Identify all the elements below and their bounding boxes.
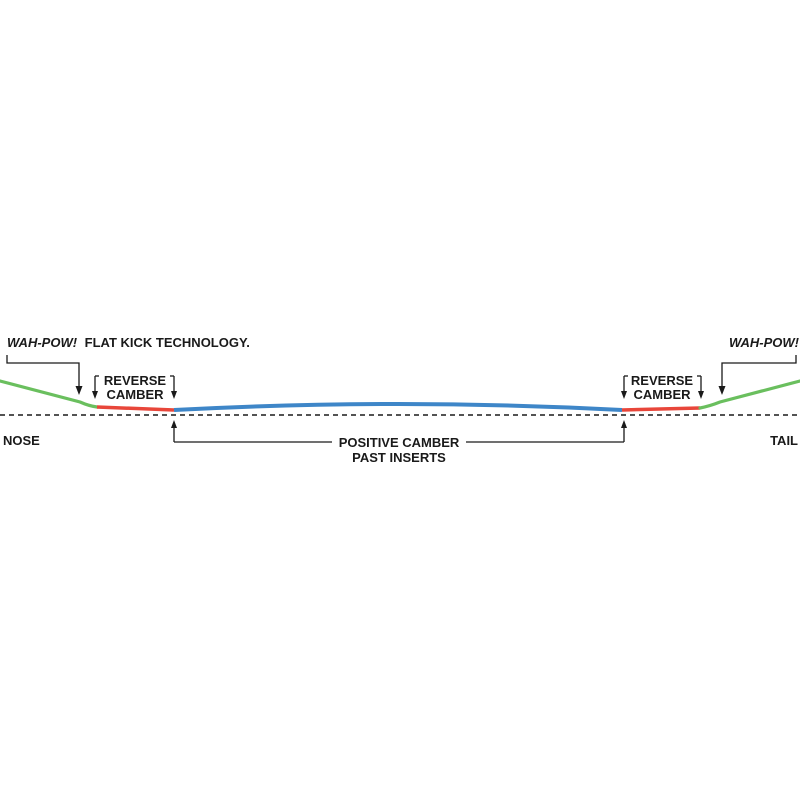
- reverse-left-arrow-left-icon: [92, 391, 98, 399]
- reverse-right-arrow-left-icon: [621, 391, 627, 399]
- wah-pow-left-leader: [6, 355, 80, 386]
- positive-camber-label-line2: PAST INSERTS: [352, 450, 446, 465]
- reverse-camber-left-label-line2: CAMBER: [106, 387, 164, 402]
- positive-arrow-left-icon: [171, 420, 177, 428]
- reverse-left-arrow-right-icon: [171, 391, 177, 399]
- positive-arrow-right-icon: [621, 420, 627, 428]
- positive-camber-label-line1: POSITIVE CAMBER: [339, 435, 460, 450]
- nose-flat-kick-segment: [0, 379, 99, 409]
- wah-pow-left-arrow-icon: [75, 386, 83, 395]
- reverse-camber-right-label-line1: REVERSE: [631, 373, 693, 388]
- reverse-camber-right-label-line2: CAMBER: [633, 387, 691, 402]
- tail-label: TAIL: [770, 433, 798, 448]
- reverse-camber-left-segment: [96, 405, 175, 412]
- wah-pow-right-arrow-icon: [718, 386, 726, 395]
- wah-pow-right-label: WAH-POW!: [729, 335, 800, 350]
- reverse-camber-left-label-line1: REVERSE: [104, 373, 166, 388]
- reverse-camber-right-segment: [621, 406, 701, 412]
- nose-label: NOSE: [3, 433, 40, 448]
- tail-flat-kick-segment: [698, 379, 800, 410]
- reverse-right-arrow-right-icon: [698, 391, 704, 399]
- wah-pow-left-label: WAH-POW! FLAT KICK TECHNOLOGY.: [7, 335, 250, 350]
- positive-camber-segment: [173, 402, 623, 412]
- wah-pow-right-leader: [721, 355, 797, 386]
